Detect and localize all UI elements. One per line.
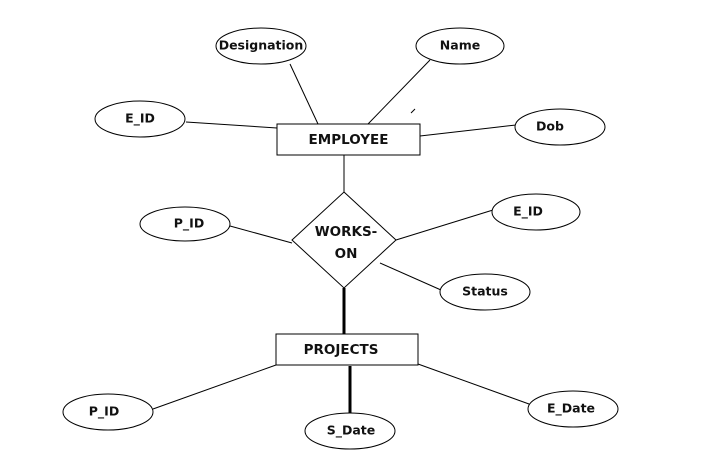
attribute-name-oval: [415, 27, 505, 65]
connector-pid-workson: [229, 225, 293, 244]
attribute-sdate: S_Date: [304, 412, 396, 450]
attribute-edate-oval: [527, 390, 619, 428]
attribute-status-label: Status: [462, 284, 508, 299]
attribute-workson-pid-label: P_ID: [174, 216, 204, 232]
entity-projects-label: PROJECTS: [304, 342, 379, 358]
attribute-dob-oval: [514, 108, 606, 146]
attribute-projects-pid: P_ID: [62, 393, 154, 431]
entity-employee-label: EMPLOYEE: [309, 132, 389, 148]
attribute-workson-eid-label: E_ID: [513, 204, 543, 220]
entity-projects-box: [275, 333, 419, 366]
entity-projects: PROJECTS: [275, 333, 419, 366]
connector-eid-employee: [185, 121, 278, 129]
attribute-status: Status: [439, 273, 531, 311]
attribute-employee-eid: E_ID: [94, 100, 186, 138]
attribute-workson-pid: P_ID: [139, 206, 231, 242]
attribute-sdate-oval: [304, 412, 396, 450]
entity-employee: EMPLOYEE: [276, 123, 421, 156]
attribute-name-label: Name: [440, 38, 480, 53]
attribute-sdate-label: S_Date: [327, 423, 376, 439]
attribute-designation-label: Designation: [219, 38, 304, 53]
attribute-name: Name: [415, 27, 505, 65]
attribute-workson-pid-oval: [139, 206, 231, 242]
entity-employee-box: [276, 123, 421, 156]
attribute-edate-label: E_Date: [547, 401, 595, 417]
relationship-label-line2: ON: [335, 246, 358, 262]
attribute-dob: Dob: [514, 108, 606, 146]
attribute-edate: E_Date: [527, 390, 619, 428]
attribute-projects-pid-label: P_ID: [89, 404, 119, 420]
connector-eid-workson: [395, 209, 494, 241]
connector-pid-projects: [152, 364, 277, 410]
connector-status-workson: [379, 262, 442, 291]
attribute-employee-eid-oval: [94, 100, 186, 138]
relationship-label-line1: WORKS-: [315, 224, 378, 240]
connector-designation-employee: [289, 63, 319, 125]
attribute-designation: Designation: [215, 27, 307, 65]
attribute-designation-oval: [215, 27, 307, 65]
attribute-employee-eid-label: E_ID: [125, 111, 155, 127]
attribute-status-oval: [439, 273, 531, 311]
attribute-workson-eid: E_ID: [491, 193, 581, 231]
connector-dob-employee: [419, 124, 517, 137]
attribute-dob-label: Dob: [536, 119, 564, 134]
relationship-works-on-diamond: [291, 191, 397, 289]
attribute-projects-pid-oval: [62, 393, 154, 431]
connector-name-employee: [367, 59, 431, 125]
relationship-works-on: WORKS- ON: [291, 191, 397, 289]
connector-edate-projects: [417, 363, 530, 405]
connectors: [152, 59, 530, 413]
stray-tick-mark: [410, 108, 416, 114]
attribute-workson-eid-oval: [491, 193, 581, 231]
